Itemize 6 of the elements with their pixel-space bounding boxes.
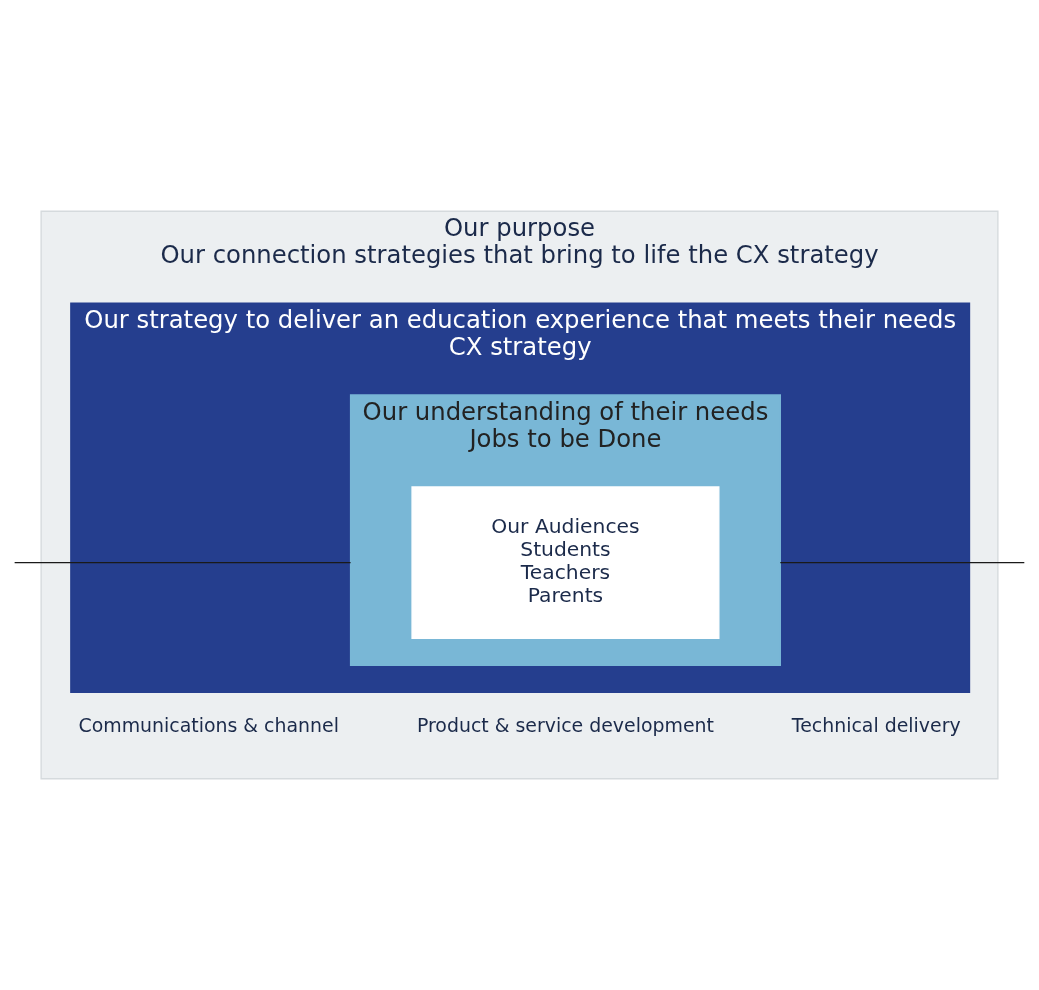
label: Product & service development <box>416 714 714 737</box>
connector <box>779 561 1025 564</box>
label: Communications & channel <box>78 714 339 737</box>
label: Technical delivery <box>791 714 961 737</box>
connector <box>13 561 352 564</box>
node-box: Our Audiences Students Teachers Parents <box>411 486 720 639</box>
